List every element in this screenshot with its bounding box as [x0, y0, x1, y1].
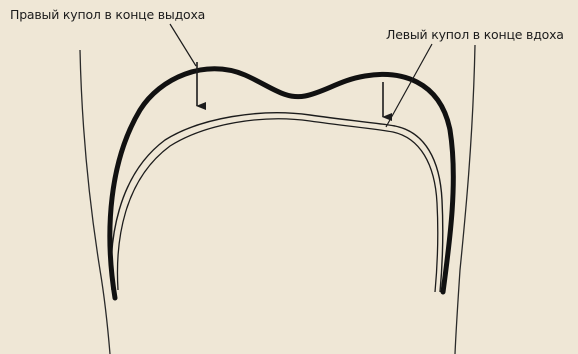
left-dome-inhale-label: Левый купол в конце вдоха [386, 28, 564, 42]
right-dome-leader-line [170, 24, 196, 66]
right-dome-exhale-label: Правый купол в конце выдоха [10, 8, 205, 22]
torso-right-outline [455, 45, 475, 354]
torso-left-outline [80, 50, 110, 354]
diaphragm-exhale-curve [110, 69, 453, 298]
diaphragm-inhale-outer [111, 113, 443, 292]
diaphragm-inhale-inner [117, 119, 437, 292]
